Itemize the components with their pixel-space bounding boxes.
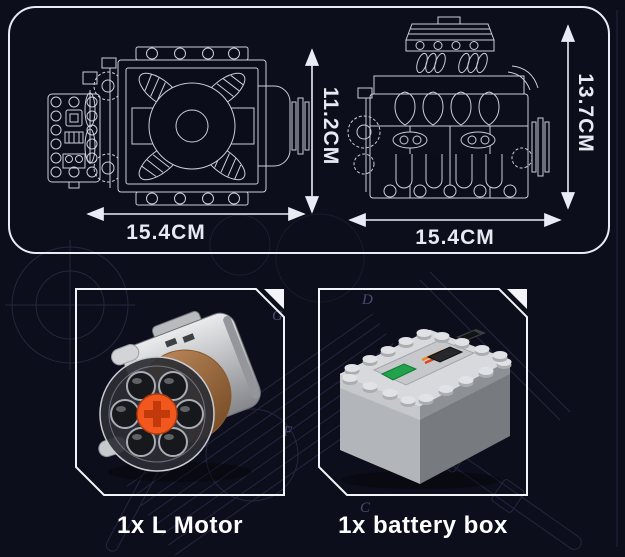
engine-side-view-drawing xyxy=(347,16,550,199)
l-motor-illustration xyxy=(98,310,261,482)
width-label-front-view: 15.4CM xyxy=(126,221,206,244)
part-frame-battery xyxy=(318,288,528,497)
blueprint-letter: F xyxy=(283,424,293,440)
blueprint-letter: C xyxy=(360,500,371,516)
corner-triangle-icon xyxy=(507,289,527,309)
blueprint-letter: D xyxy=(362,292,373,308)
spec-panel xyxy=(8,6,610,254)
part-label-battery: 1x battery box xyxy=(338,512,508,539)
part-label-motor: 1x L Motor xyxy=(117,512,243,539)
battery-box-illustration xyxy=(339,329,512,489)
motor-pin-holes xyxy=(110,371,204,457)
baseplate-top-view-drawing xyxy=(47,93,101,189)
blueprint-letter: G xyxy=(272,308,283,324)
height-label-side-view: 13.7CM xyxy=(574,73,597,153)
engine-blueprints xyxy=(47,16,576,228)
width-label-side-view: 15.4CM xyxy=(415,226,495,249)
engine-front-view-drawing xyxy=(82,46,310,206)
frame-border xyxy=(75,288,285,496)
battery-green-button xyxy=(380,363,418,381)
height-label-front-view: 11.2CM xyxy=(319,86,342,166)
frame-border xyxy=(318,288,528,496)
part-frame-motor xyxy=(75,288,285,497)
battery-switch-slot xyxy=(426,346,464,363)
corner-triangle-icon xyxy=(264,289,284,309)
axle-cross-icon xyxy=(144,401,170,427)
